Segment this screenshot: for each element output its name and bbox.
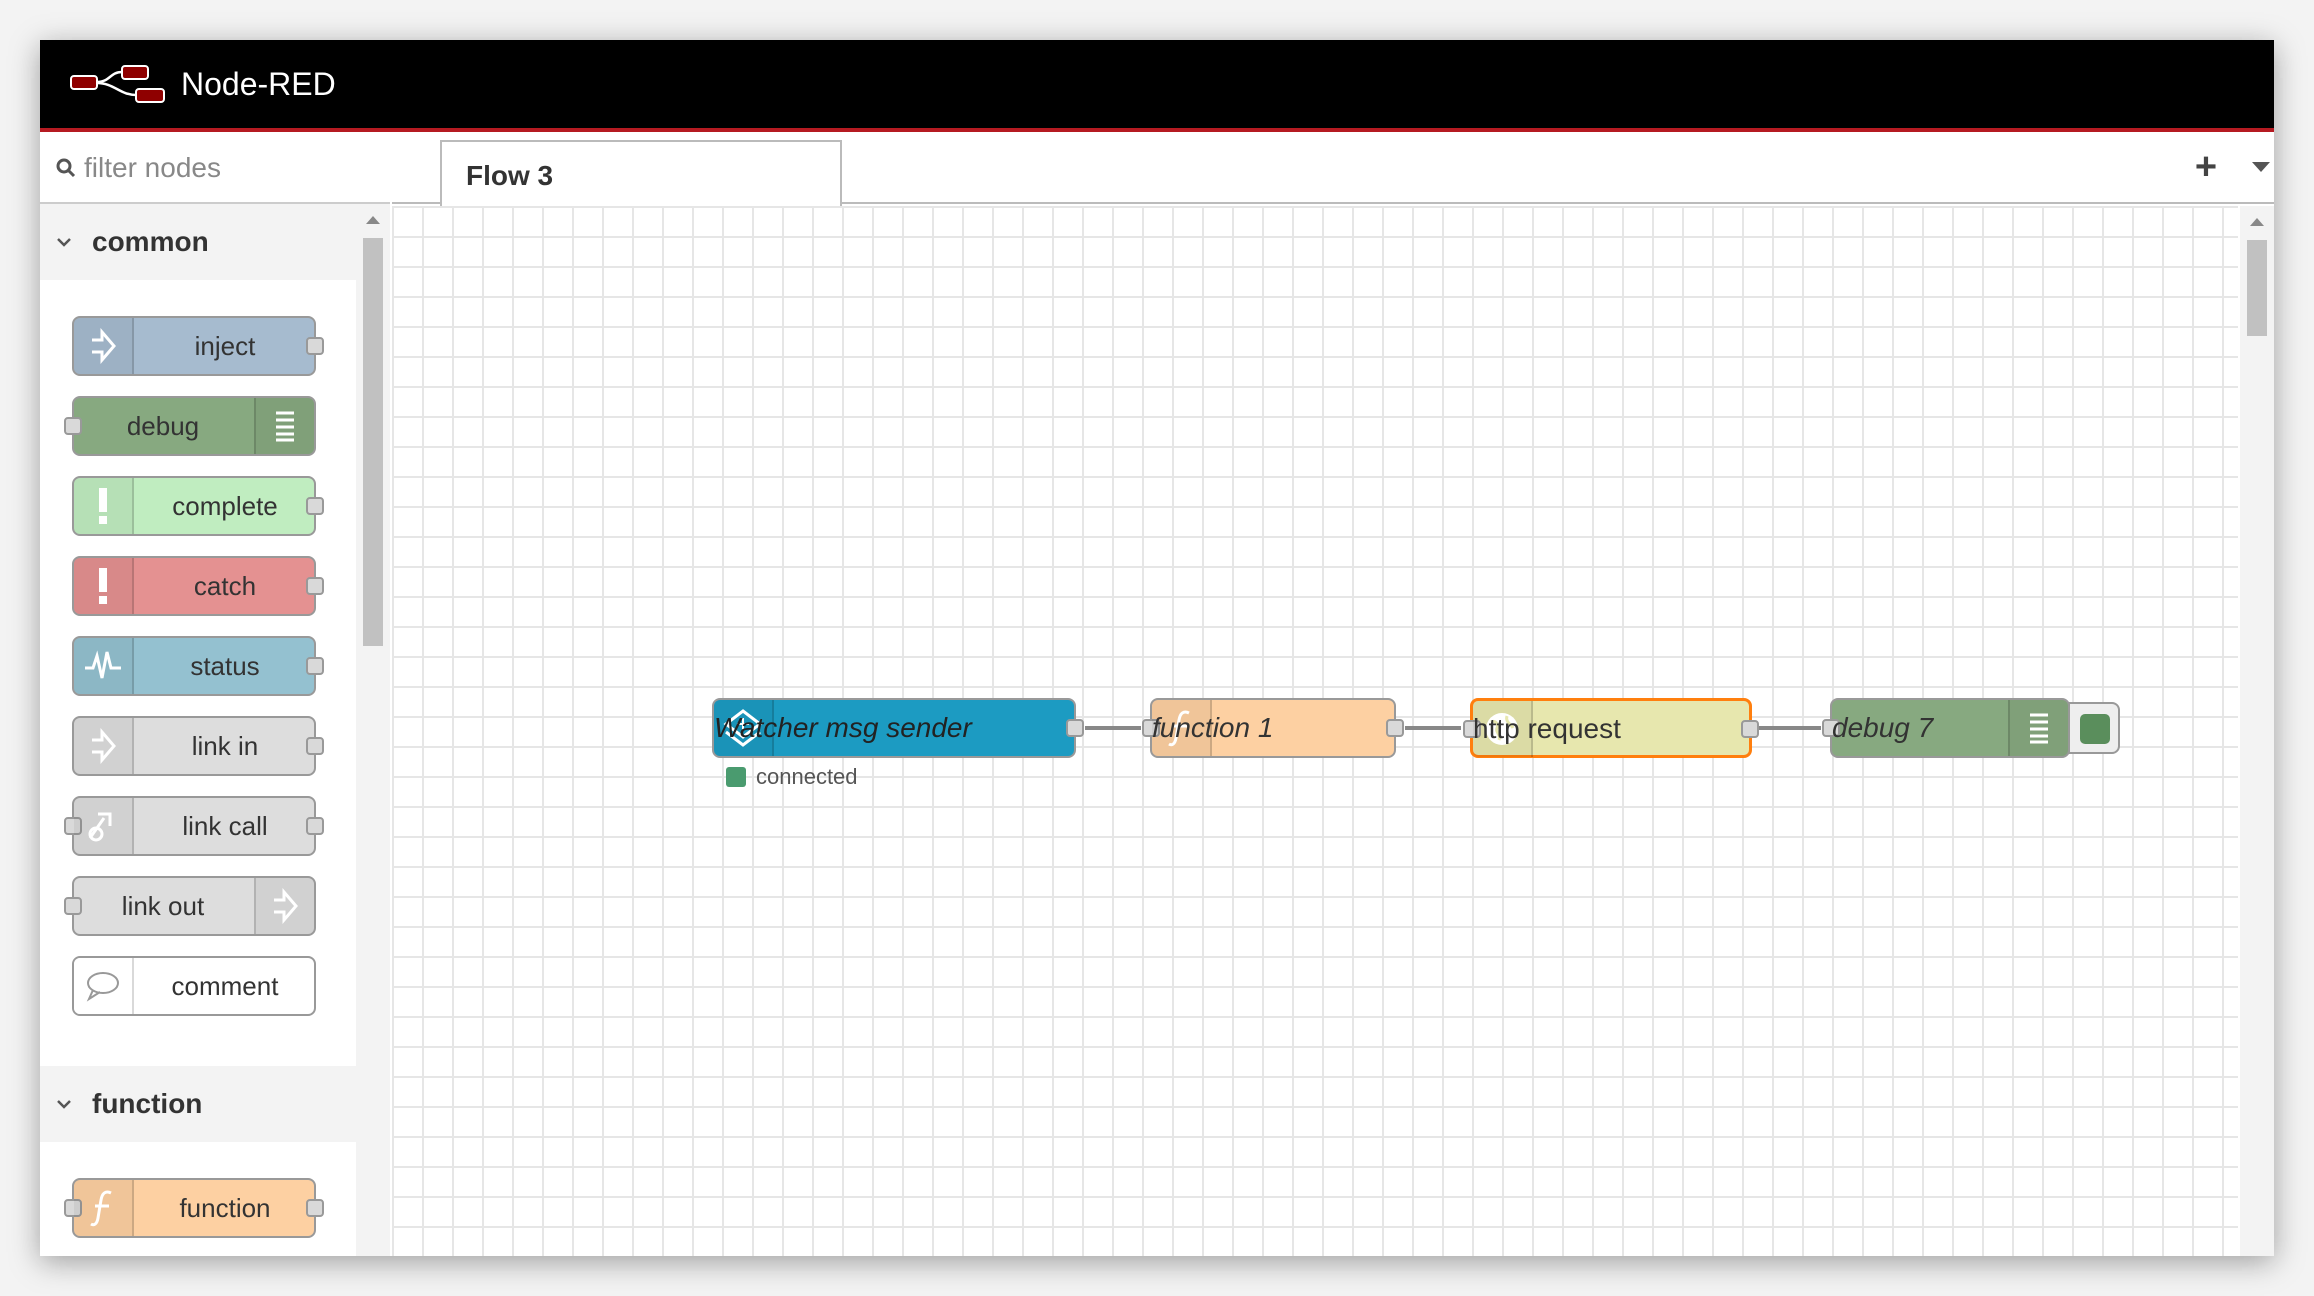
globe-icon xyxy=(1473,701,1533,757)
exclamation-icon xyxy=(74,478,134,534)
palette-node-label: link out xyxy=(121,891,205,921)
workspace-tab-bar: Flow 3 + xyxy=(392,132,2274,206)
category-label: function xyxy=(92,1088,203,1119)
flow-node-label: Watcher msg sender xyxy=(714,712,972,743)
palette-filter xyxy=(40,132,390,204)
function-f-icon xyxy=(74,1180,134,1236)
node-red-window: Node-RED common inject debug xyxy=(40,40,2274,1256)
chevron-down-icon xyxy=(57,1100,71,1109)
output-port[interactable] xyxy=(1066,719,1084,737)
palette-scroll-area: common inject debug complete xyxy=(40,204,390,1256)
pulse-icon xyxy=(74,638,134,694)
palette-node-label: link in xyxy=(191,731,259,761)
flow-node-function-1[interactable]: function 1 xyxy=(1142,698,1404,758)
debug-toggle-button[interactable] xyxy=(2068,702,2120,754)
flow-node-label: function 1 xyxy=(1152,712,1274,743)
flow-node-http-request[interactable]: http request xyxy=(1463,698,1759,758)
exclamation-icon xyxy=(74,558,134,614)
palette-node-inject[interactable]: inject xyxy=(72,316,324,376)
output-port[interactable] xyxy=(306,1199,324,1217)
palette-node-label: comment xyxy=(171,971,279,1001)
search-icon xyxy=(56,158,76,178)
link-out-icon xyxy=(254,878,314,934)
palette-node-label: catch xyxy=(193,571,257,601)
category-label: common xyxy=(92,226,209,257)
app-title: Node-RED xyxy=(181,66,336,102)
debug-list-icon xyxy=(254,398,314,454)
output-port[interactable] xyxy=(306,737,324,755)
palette-node-status[interactable]: status xyxy=(72,636,324,696)
palette-node-label: complete xyxy=(172,491,278,521)
input-port[interactable] xyxy=(64,1199,82,1217)
status-text: connected xyxy=(756,764,858,789)
input-port[interactable] xyxy=(1463,720,1481,738)
input-port[interactable] xyxy=(1142,719,1160,737)
flow-node-watcher-msg-sender[interactable]: Watcher msg sender xyxy=(712,698,1084,758)
palette-node-label: debug xyxy=(126,411,200,441)
category-header-function[interactable]: function xyxy=(40,1066,356,1142)
palette-node-complete[interactable]: complete xyxy=(72,476,324,536)
add-flow-button[interactable]: + xyxy=(2194,146,2218,188)
scroll-up-arrow-icon[interactable] xyxy=(2250,218,2264,226)
palette-scrollbar[interactable] xyxy=(356,204,390,1256)
debug-list-icon xyxy=(2008,700,2068,756)
node-red-logo xyxy=(70,65,165,103)
watcher-diamond-icon xyxy=(714,700,774,756)
output-port[interactable] xyxy=(306,657,324,675)
palette-node-comment[interactable]: comment xyxy=(72,956,316,1016)
debug-toggle-indicator xyxy=(2080,714,2110,744)
filter-nodes-input[interactable] xyxy=(84,146,374,190)
scrollbar-thumb[interactable] xyxy=(363,238,383,646)
flow-node-debug-7[interactable]: debug 7 xyxy=(1822,698,2070,758)
caret-down-icon[interactable] xyxy=(2252,162,2270,172)
link-call-icon xyxy=(74,798,134,854)
function-f-icon xyxy=(1152,700,1212,756)
output-port[interactable] xyxy=(306,497,324,515)
input-port[interactable] xyxy=(1822,719,1840,737)
link-in-icon xyxy=(74,718,134,774)
output-port[interactable] xyxy=(1386,719,1404,737)
palette-node-label: status xyxy=(190,651,260,681)
input-port[interactable] xyxy=(64,417,82,435)
tab-flow-3[interactable]: Flow 3 xyxy=(440,140,842,206)
workspace: Flow 3 + Watcher msg sender connected xyxy=(392,132,2274,1256)
palette-node-label: inject xyxy=(194,331,256,361)
palette-node-catch[interactable]: catch xyxy=(72,556,324,616)
tab-label: Flow 3 xyxy=(466,160,554,191)
flow-node-label: debug 7 xyxy=(1832,712,1934,743)
category-header-common[interactable]: common xyxy=(40,204,356,280)
header-bar: Node-RED xyxy=(40,40,2274,132)
flow-node-label: http request xyxy=(1473,713,1621,744)
category-body-common: inject debug complete catch xyxy=(40,280,356,1066)
output-port[interactable] xyxy=(306,577,324,595)
flow-canvas[interactable]: Watcher msg sender connected function 1 … xyxy=(392,206,2238,1256)
scrollbar-thumb[interactable] xyxy=(2247,240,2267,336)
node-palette: common inject debug complete xyxy=(40,132,390,1256)
palette-node-debug[interactable]: debug xyxy=(64,396,316,456)
palette-node-link-call[interactable]: link call xyxy=(64,796,324,856)
palette-node-label: function xyxy=(179,1193,271,1223)
output-port[interactable] xyxy=(306,337,324,355)
palette-node-link-in[interactable]: link in xyxy=(72,716,324,776)
palette-node-function[interactable]: function xyxy=(64,1178,324,1238)
category-body-function: function xyxy=(40,1142,356,1256)
output-port[interactable] xyxy=(306,817,324,835)
scroll-up-arrow-icon[interactable] xyxy=(366,216,380,224)
workspace-scrollbar[interactable] xyxy=(2240,206,2274,1256)
inject-arrow-icon xyxy=(74,318,134,374)
wires-layer xyxy=(1085,726,1821,730)
status-dot xyxy=(726,767,746,787)
chevron-down-icon xyxy=(57,238,71,247)
output-port[interactable] xyxy=(1741,720,1759,738)
palette-node-link-out[interactable]: link out xyxy=(64,876,316,936)
input-port[interactable] xyxy=(64,817,82,835)
palette-node-label: link call xyxy=(182,811,268,841)
input-port[interactable] xyxy=(64,897,82,915)
comment-bubble-icon xyxy=(74,958,134,1014)
